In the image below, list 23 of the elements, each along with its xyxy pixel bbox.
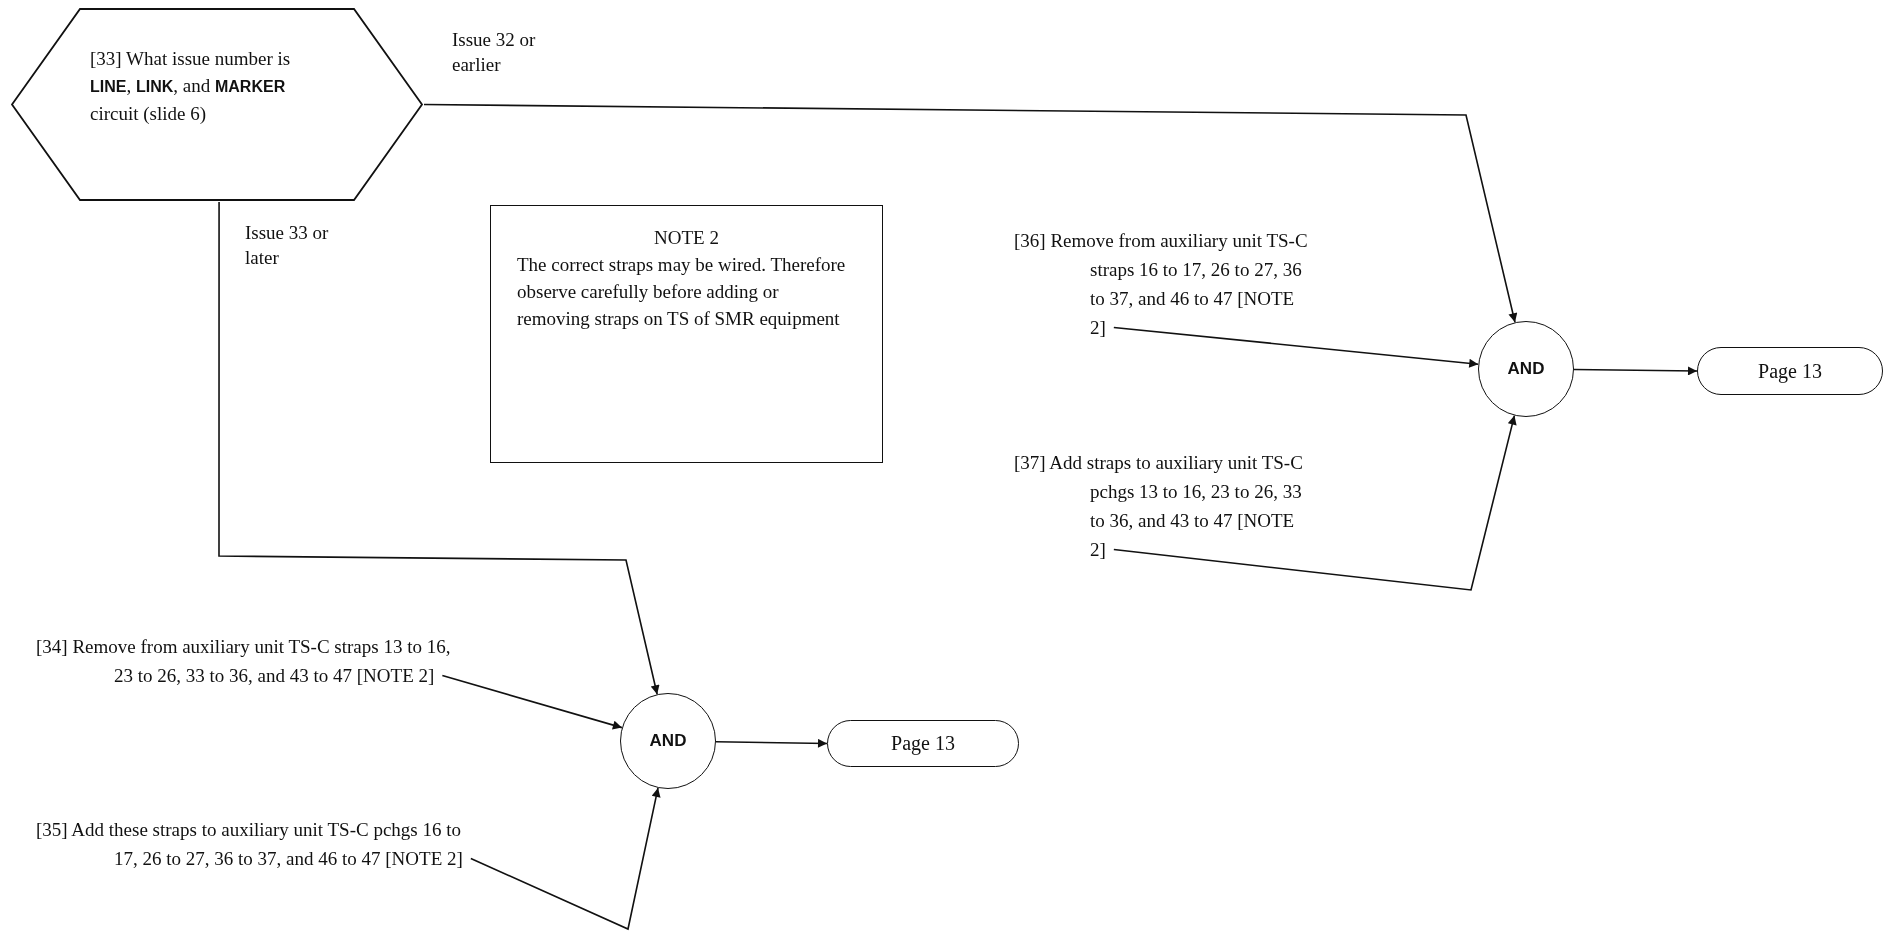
terminal-pill <box>827 720 1019 767</box>
step-text: [36] Remove from auxiliary unit TS-C straps 16 to 17, 26 to 27, 36 to 37, and 46 to 47 [NOTE 2] <box>1014 226 1314 342</box>
gate-label: AND <box>649 731 687 751</box>
step-text: [34] Remove from auxiliary unit TS-C straps 13 to 16, 23 to 26, 33 to 36, and 43 to 47 [NOTE 2] <box>36 632 456 690</box>
arrow <box>218 201 660 696</box>
note-heading: NOTE 2 <box>653 226 720 250</box>
arrow <box>1113 326 1480 368</box>
step-text: [35] Add these straps to auxiliary unit TS-C pchgs 16 to 17, 26 to 27, 36 to 37, and 46 to 47 [NOTE 2] <box>36 815 466 873</box>
page-reference: Page 13 <box>891 732 955 755</box>
note-text: The correct straps may be wired. Therefore observe carefully before adding or removing straps on TS of SMR equipment <box>517 253 847 331</box>
gate-label: AND <box>1507 359 1545 379</box>
step-text: [37] Add straps to auxiliary unit TS-C pchgs 13 to 16, 23 to 26, 33 to 36, and 43 to 47 [NOTE 2] <box>1014 448 1314 564</box>
decision-hexagon <box>10 7 424 202</box>
terminal-pill <box>1697 347 1883 395</box>
arrow <box>715 738 828 748</box>
arrow <box>441 674 623 730</box>
question-text: [33] What issue number is LINE, LINK, and MARKER circuit (slide 6) <box>90 47 292 126</box>
arrow <box>423 103 1518 324</box>
note-box <box>490 205 883 463</box>
page-reference: Page 13 <box>1758 359 1822 383</box>
arrow <box>1573 366 1698 376</box>
arrow <box>470 787 661 931</box>
arrow <box>1113 414 1517 591</box>
